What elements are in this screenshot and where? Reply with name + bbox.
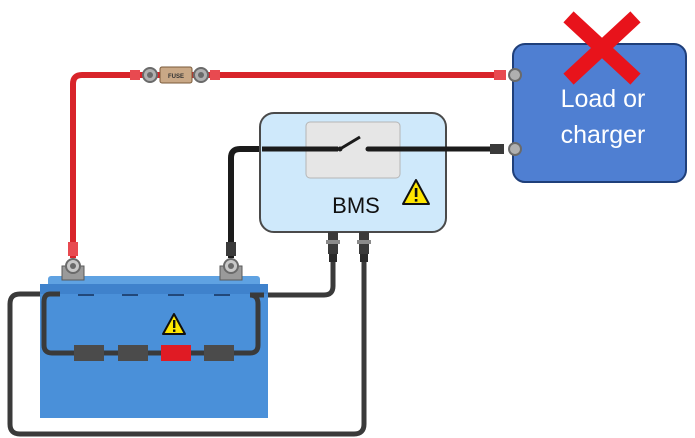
load-terminal-negative bbox=[508, 142, 522, 156]
red-wire-lug-top bbox=[494, 70, 506, 80]
load-label-line2: charger bbox=[561, 121, 646, 149]
bms-loop-wire-inner bbox=[264, 262, 336, 298]
battery-cell-1 bbox=[74, 345, 104, 361]
battery-cell-2 bbox=[118, 345, 148, 361]
negative-black-wire-battery bbox=[228, 146, 262, 258]
battery-cell-3-faulty bbox=[161, 345, 191, 361]
black-wire-lug-load bbox=[490, 144, 504, 154]
battery-internal-wire bbox=[41, 291, 264, 356]
bms-connector-left bbox=[326, 232, 340, 262]
load-label-line1: Load or bbox=[561, 85, 646, 113]
fuse-label: FUSE bbox=[168, 74, 184, 80]
battery-cell-4 bbox=[204, 345, 234, 361]
warning-triangle-icon bbox=[162, 313, 186, 335]
load-charger-box: Load or charger bbox=[512, 43, 687, 183]
battery bbox=[40, 276, 268, 418]
fuse: FUSE bbox=[130, 66, 220, 84]
bms-connector-right bbox=[357, 232, 371, 262]
warning-triangle-icon bbox=[402, 179, 430, 205]
red-cross-icon bbox=[563, 11, 641, 85]
bms-switch-blade bbox=[339, 135, 361, 151]
bms-box: BMS bbox=[259, 112, 447, 233]
bms-loop-wire-outer bbox=[7, 262, 367, 437]
positive-red-wire bbox=[70, 72, 506, 258]
bms-switch-pivot bbox=[337, 146, 343, 152]
black-wire-lug-battery bbox=[226, 242, 236, 256]
red-wire-lug-bottom bbox=[68, 242, 78, 256]
battery-terminal-negative bbox=[219, 258, 243, 281]
bms-label: BMS bbox=[332, 193, 380, 218]
load-terminal-positive bbox=[508, 68, 522, 82]
battery-terminal-positive bbox=[61, 258, 85, 281]
